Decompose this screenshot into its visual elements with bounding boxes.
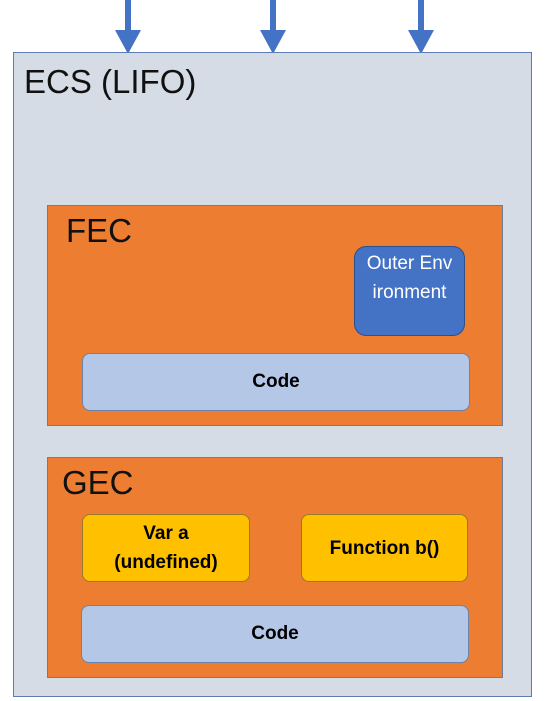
gec-code-box: Code <box>81 605 469 663</box>
down-arrow-icon <box>408 0 434 54</box>
var-a-value: (undefined) <box>114 552 218 573</box>
var-a-label: Var a <box>143 523 189 544</box>
var-a-box: Var a (undefined) <box>82 514 250 582</box>
down-arrow-icon <box>115 0 141 54</box>
fec-title: FEC <box>66 212 132 249</box>
function-b-box: Function b() <box>301 514 468 582</box>
down-arrow-icon <box>260 0 286 54</box>
function-execution-context: FEC Outer Environment Code <box>47 205 503 426</box>
ecs-title: ECS (LIFO) <box>24 63 197 100</box>
fec-code-box: Code <box>82 353 470 411</box>
global-execution-context: GEC Var a (undefined) Function b() Code <box>47 457 503 678</box>
execution-context-stack: ECS (LIFO) FEC Outer Environment Code GE… <box>13 52 532 697</box>
outer-environment-box: Outer Environment <box>354 246 465 336</box>
gec-title: GEC <box>62 464 134 501</box>
